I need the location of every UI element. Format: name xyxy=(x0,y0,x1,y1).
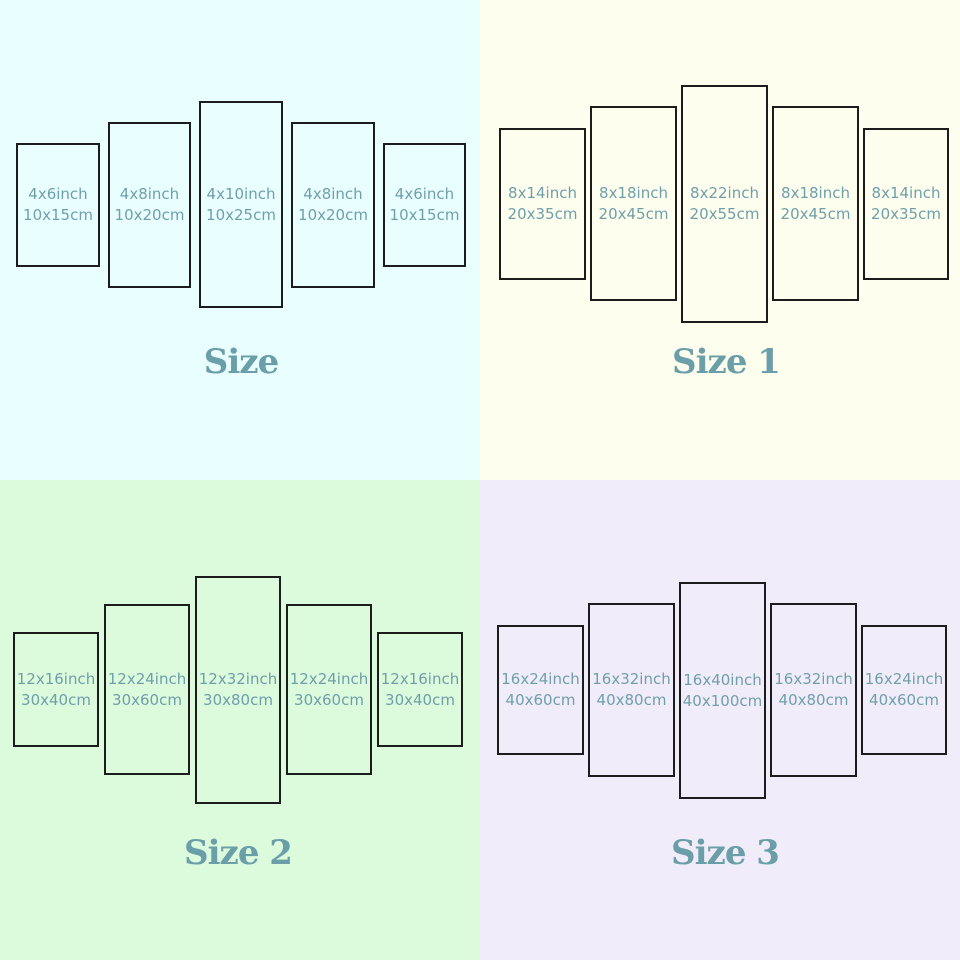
frame-inch-label: 12x32inch xyxy=(198,670,278,688)
frame-cm-label: 20x55cm xyxy=(689,205,760,223)
frame-cm-label: 40x60cm xyxy=(505,691,576,709)
frame-inch-label: 16x24inch xyxy=(864,670,944,688)
frame-inch-label: 4x6inch xyxy=(394,185,455,203)
size-title: Size 2 xyxy=(184,833,293,873)
frame-inch-label: 8x18inch xyxy=(599,183,668,202)
frame-inch-label: 4x10inch xyxy=(206,184,276,203)
frame-small-left: 8x14inch 20x35cm xyxy=(499,128,586,280)
frame-inch-label: 4x6inch xyxy=(28,185,88,203)
frame-cm-label: 40x80cm xyxy=(596,691,667,709)
frame-medium-left: 16x32inch 40x80cm xyxy=(588,603,675,777)
frame-large-center: 8x22inch 20x55cm xyxy=(681,85,768,323)
frame-medium-right: 4x8inch 10x20cm xyxy=(291,122,375,288)
panel-size: 4x6inch 10x15cm 4x8inch 10x20cm 4x10inch… xyxy=(0,0,480,480)
size-title: Size xyxy=(203,342,279,382)
frame-inch-label: 12x16inch xyxy=(380,669,460,688)
frame-small-right: 8x14inch 20x35cm xyxy=(863,128,949,280)
frame-inch-label: 4x8inch xyxy=(119,185,180,203)
frame-cm-label: 10x20cm xyxy=(298,206,368,224)
frame-cm-label: 30x60cm xyxy=(112,690,182,709)
frame-large-center: 4x10inch 10x25cm xyxy=(199,101,283,308)
frame-medium-left: 8x18inch 20x45cm xyxy=(590,106,677,301)
frame-cm-label: 30x40cm xyxy=(21,690,91,709)
frame-inch-label: 8x22inch xyxy=(690,184,759,202)
frame-small-left: 12x16inch 30x40cm xyxy=(13,632,99,747)
frame-cm-label: 30x80cm xyxy=(203,691,273,709)
frame-medium-right: 8x18inch 20x45cm xyxy=(772,106,859,301)
panel-size-3: 16x24inch 40x60cm 16x32inch 40x80cm 16x4… xyxy=(480,480,960,960)
frame-cm-label: 20x45cm xyxy=(780,204,851,223)
frame-cm-label: 10x15cm xyxy=(23,206,93,224)
frame-cm-label: 30x60cm xyxy=(294,690,364,709)
frame-medium-right: 16x32inch 40x80cm xyxy=(770,603,857,777)
frame-inch-label: 16x40inch xyxy=(683,670,762,689)
frame-inch-label: 8x14inch xyxy=(508,184,577,202)
panel-size-2: 12x16inch 30x40cm 12x24inch 30x60cm 12x3… xyxy=(0,480,480,960)
frame-cm-label: 20x45cm xyxy=(598,204,669,223)
frame-inch-label: 16x32inch xyxy=(774,670,853,688)
frame-cm-label: 40x100cm xyxy=(682,691,763,710)
frame-inch-label: 12x24inch xyxy=(289,669,369,688)
size-title: Size 1 xyxy=(672,342,781,382)
frame-inch-label: 8x14inch xyxy=(871,184,941,202)
frame-cm-label: 10x15cm xyxy=(389,206,460,224)
frame-inch-label: 8x18inch xyxy=(781,183,850,202)
frame-small-right: 12x16inch 30x40cm xyxy=(377,632,463,747)
frame-medium-left: 4x8inch 10x20cm xyxy=(108,122,191,288)
frame-medium-left: 12x24inch 30x60cm xyxy=(104,604,190,775)
panel-size-1: 8x14inch 20x35cm 8x18inch 20x45cm 8x22in… xyxy=(480,0,960,480)
frame-inch-label: 16x24inch xyxy=(501,670,580,688)
frame-inch-label: 16x32inch xyxy=(592,670,671,688)
frame-cm-label: 20x35cm xyxy=(507,205,578,223)
frame-small-right: 4x6inch 10x15cm xyxy=(383,143,466,267)
frame-cm-label: 40x60cm xyxy=(869,691,939,709)
frame-small-left: 16x24inch 40x60cm xyxy=(497,625,584,755)
size-title: Size 3 xyxy=(671,833,780,873)
frame-cm-label: 10x25cm xyxy=(206,205,276,224)
frame-small-right: 16x24inch 40x60cm xyxy=(861,625,947,755)
frame-cm-label: 40x80cm xyxy=(778,691,849,709)
frame-cm-label: 30x40cm xyxy=(385,690,455,709)
frame-cm-label: 20x35cm xyxy=(871,205,941,223)
frame-small-left: 4x6inch 10x15cm xyxy=(16,143,100,267)
frame-inch-label: 4x8inch xyxy=(303,185,363,203)
frame-medium-right: 12x24inch 30x60cm xyxy=(286,604,372,775)
frame-cm-label: 10x20cm xyxy=(114,206,185,224)
frame-large-center: 16x40inch 40x100cm xyxy=(679,582,766,799)
frame-inch-label: 12x16inch xyxy=(16,669,96,688)
frame-large-center: 12x32inch 30x80cm xyxy=(195,576,281,804)
frame-inch-label: 12x24inch xyxy=(107,669,187,688)
